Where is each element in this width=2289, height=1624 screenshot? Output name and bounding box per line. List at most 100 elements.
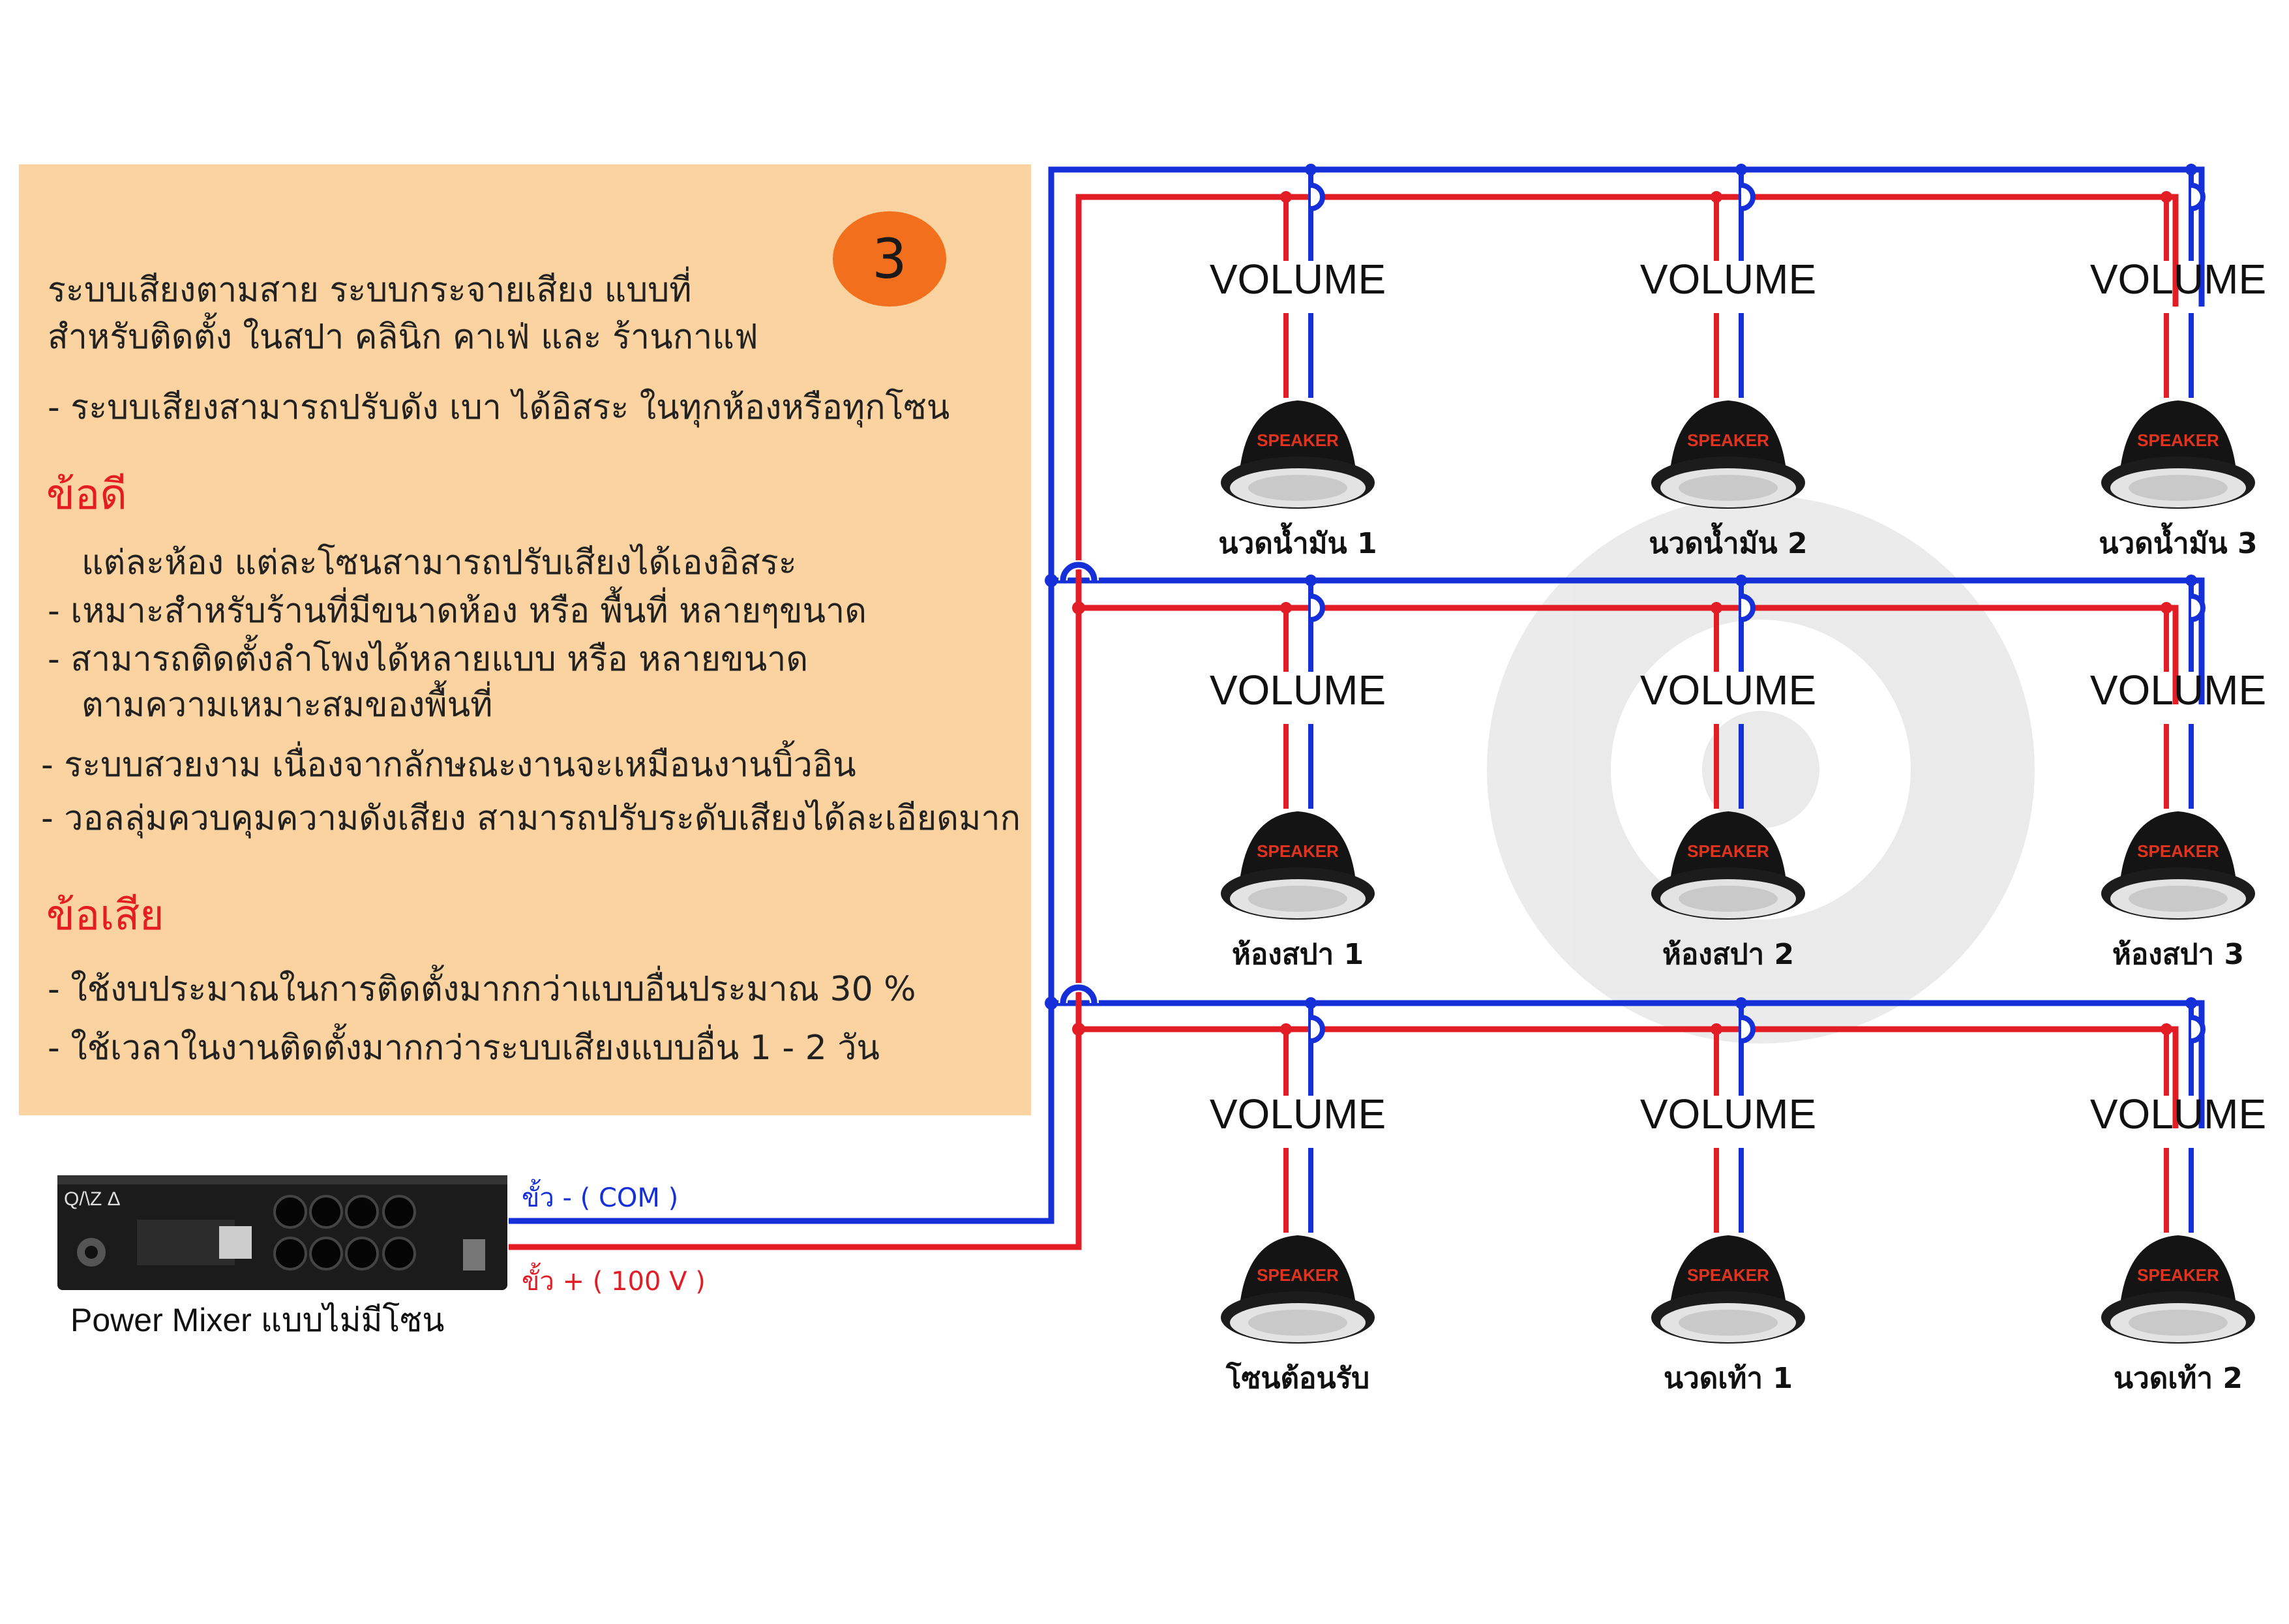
volume-label: VOLUME [1640, 667, 1816, 714]
pros-item: ตามความเหมาะสมของพื้นที่ [82, 685, 493, 725]
speaker-label: SPEAKER [1687, 430, 1769, 450]
wire-crossover [1310, 594, 1325, 622]
wire-crossover [1741, 1015, 1756, 1044]
cons-item: - ใช้งบประมาณในการติดตั้งมากกว่าแบบอื่นป… [48, 970, 916, 1009]
pros-item: - ระบบสวยงาม เนื่องจากลักษณะงานจะเหมือนง… [41, 745, 856, 785]
mixer-display [137, 1220, 235, 1265]
cons-item: - ใช้เวลาในงานติดตั้งมากกว่าระบบเสียงแบบ… [48, 1029, 880, 1068]
speaker-label: SPEAKER [1257, 1265, 1339, 1285]
junction-dot [1711, 1023, 1722, 1035]
mixer-brand: Q/\Z Δ [64, 1188, 121, 1210]
power-mixer: Q/\Z Δ [57, 1175, 507, 1290]
volume-label: VOLUME [1640, 256, 1816, 303]
room-label: ห้องสปา 2 [1662, 938, 1794, 971]
junction-dot [1305, 164, 1317, 175]
speaker-label: SPEAKER [1687, 1265, 1769, 1285]
speaker-label: SPEAKER [1257, 841, 1339, 861]
volume-label: VOLUME [2090, 667, 2266, 714]
junction-dot [1305, 575, 1317, 586]
pros-item: - วอลลุ่มควบคุมความดังเสียง สามารถปรับระ… [41, 799, 1021, 838]
room-label: นวดเท้า 2 [2114, 1362, 2243, 1395]
junction-dot [1711, 191, 1722, 203]
speaker-icon [1669, 1235, 1787, 1311]
trunk-junctions [1045, 574, 1058, 1010]
wire-crossover [1310, 1015, 1325, 1044]
junction-dot [1305, 997, 1317, 1009]
junction-dot [2161, 1023, 2172, 1035]
intro-line-2: สำหรับติดตั้ง ในสปา คลินิก คาเฟ่ และ ร้า… [48, 318, 758, 357]
step-number-badge: 3 [833, 211, 946, 307]
speaker-icon [2119, 1235, 2237, 1311]
wire-crossover [1310, 183, 1325, 211]
speaker-label: SPEAKER [1687, 841, 1769, 861]
wire-crossover [2191, 183, 2206, 211]
speaker-cone [2129, 475, 2228, 501]
volume-label: VOLUME [1210, 256, 1386, 303]
junction-dot [1711, 602, 1722, 614]
junction-dot [1280, 602, 1292, 614]
info-panel: 3 ระบบเสียงตามสาย ระบบกระจายเสียง แบบที่… [19, 164, 1031, 1115]
junction-dot [2185, 997, 2197, 1009]
room-label: โซนต้อนรับ [1225, 1361, 1369, 1395]
mixer-knobs [273, 1195, 416, 1271]
line-trunk-wire [509, 194, 2179, 1250]
speaker-icon [1669, 811, 1787, 887]
wire-crossover [2191, 594, 2206, 622]
terminal-com-label: ขั้ว - ( COM ) [522, 1179, 678, 1213]
speaker-cone [2129, 1310, 2228, 1336]
wire-crossover [1741, 183, 1756, 211]
speaker-label: SPEAKER [2137, 430, 2219, 450]
trunk-junctions [1072, 601, 1085, 1036]
speaker-cone [1679, 886, 1778, 912]
speaker-icon [2119, 400, 2237, 476]
speaker-label: SPEAKER [2137, 841, 2219, 861]
pros-item: แต่ละห้อง แต่ละโซนสามารถปรับเสียงได้เองอ… [82, 543, 797, 582]
speaker-cone [1248, 886, 1347, 912]
junction-dot [2185, 164, 2197, 175]
volume-label: VOLUME [2090, 1090, 2266, 1137]
usb-port [219, 1226, 252, 1259]
speaker-cone [2129, 886, 2228, 912]
junction-dot [1735, 997, 1747, 1009]
pros-heading: ข้อดี [46, 471, 127, 519]
speaker-icon [2119, 811, 2237, 887]
com-trunk-wire [509, 166, 2205, 1224]
junction-dot [1280, 1023, 1292, 1035]
volume-label: VOLUME [1210, 1090, 1386, 1137]
junction-dot [2161, 191, 2172, 203]
wire-crossover [1741, 594, 1756, 622]
pros-item: - สามารถติดตั้งลำโพงได้หลายแบบ หรือ หลาย… [48, 640, 809, 679]
room-label: นวดเท้า 1 [1664, 1362, 1793, 1395]
speaker-cone [1248, 1310, 1347, 1336]
zones-layer: VOLUME SPEAKER นวดน้ำมัน 1 VOLUME SPEAKER นวด… [1210, 164, 2266, 1395]
power-switch [463, 1239, 485, 1271]
speaker-label: SPEAKER [1257, 430, 1339, 450]
junction-dot [1735, 575, 1747, 586]
room-label: นวดน้ำมัน 3 [2099, 522, 2257, 560]
junction-dot [2161, 602, 2172, 614]
speaker-cone [1248, 475, 1347, 501]
speaker-cone [1679, 475, 1778, 501]
speaker-icon [1239, 1235, 1356, 1311]
mixer-caption: Power Mixer แบบไม่มีโซน [70, 1302, 445, 1338]
room-label: ห้องสปา 3 [2112, 938, 2244, 971]
volume-label: VOLUME [2090, 256, 2266, 303]
volume-label: VOLUME [1210, 667, 1386, 714]
speaker-icon [1239, 811, 1356, 887]
junction-dot [1735, 164, 1747, 175]
room-label: นวดน้ำมัน 2 [1649, 522, 1807, 560]
speaker-label: SPEAKER [2137, 1265, 2219, 1285]
intro-line-1: ระบบเสียงตามสาย ระบบกระจายเสียง แบบที่ [48, 271, 692, 310]
cons-heading: ข้อเสีย [46, 892, 164, 940]
room-label: นวดน้ำมัน 1 [1218, 522, 1377, 560]
pros-item: - เหมาะสำหรับร้านที่มีขนาดห้อง หรือ พื้น… [48, 592, 867, 631]
wire-crossover [2191, 1015, 2206, 1044]
speaker-cone [1679, 1310, 1778, 1336]
junction-dot [2185, 575, 2197, 586]
intro-bullet: - ระบบเสียงสามารถปรับดัง เบา ได้อิสระ ใน… [48, 388, 950, 427]
volume-label: VOLUME [1640, 1090, 1816, 1137]
speaker-icon [1669, 400, 1787, 476]
terminal-100v-label: ขั้ว + ( 100 V ) [522, 1262, 706, 1297]
junction-dot [1280, 191, 1292, 203]
